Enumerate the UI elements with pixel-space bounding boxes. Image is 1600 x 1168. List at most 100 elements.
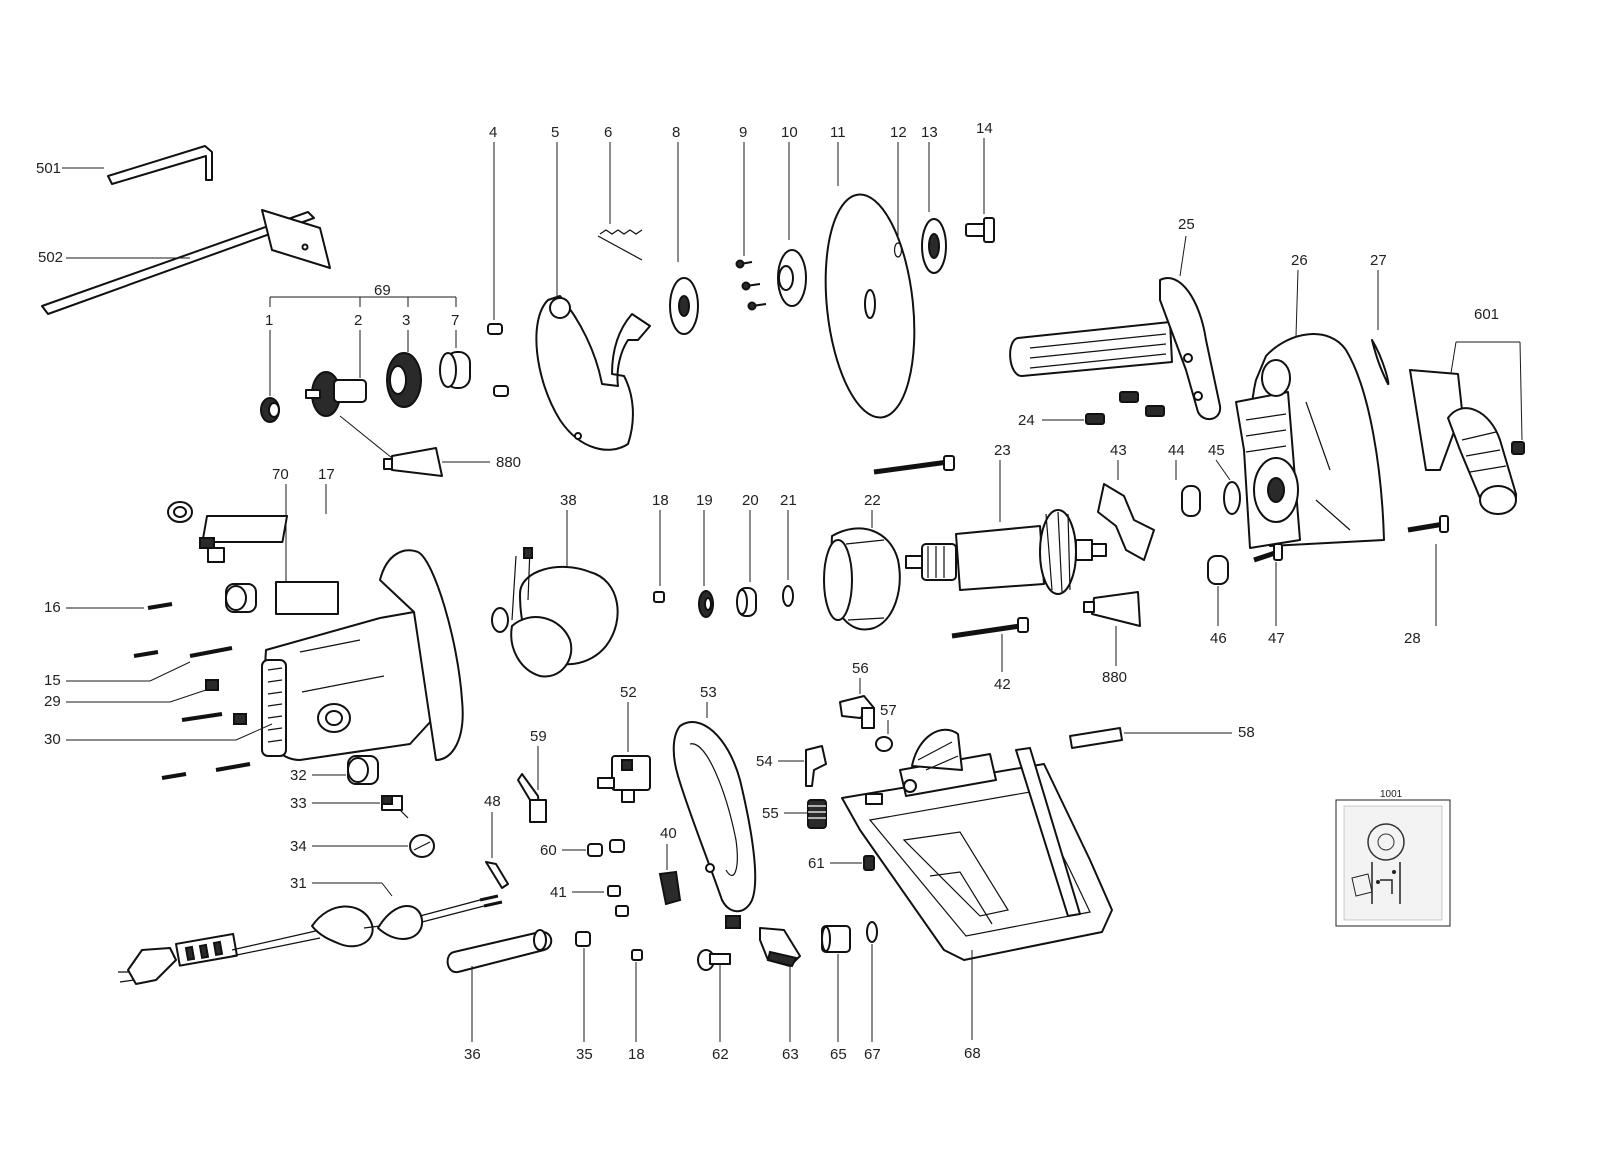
part-59-switch-bracket: [517, 773, 547, 823]
label-32: 32: [290, 767, 307, 784]
part-5-lower-guard: [535, 295, 651, 451]
label-880-a: 880: [496, 454, 521, 471]
part-880-wedge-b: [1083, 591, 1141, 627]
label-22: 22: [864, 492, 881, 509]
part-53-handle-half: [672, 721, 757, 929]
part-41-screws: [607, 885, 629, 917]
part-brush-cap-top: [167, 501, 193, 523]
label-38: 38: [560, 492, 577, 509]
part-61-screw: [863, 855, 875, 871]
part-brush-holder-top: [225, 583, 257, 613]
label-30: 30: [44, 731, 61, 748]
label-4: 4: [489, 124, 497, 141]
part-880-wedge-a: [383, 447, 443, 477]
label-24: 24: [1018, 412, 1035, 429]
label-65: 65: [830, 1046, 847, 1063]
label-29: 29: [44, 693, 61, 710]
part-30-motor-housing: [261, 549, 464, 761]
label-26: 26: [1291, 252, 1308, 269]
label-58: 58: [1238, 724, 1255, 741]
label-36: 36: [464, 1046, 481, 1063]
part-7-bearing: [439, 351, 471, 389]
part-502-rip-fence: [41, 209, 331, 315]
part-601-screw: [1511, 441, 1525, 455]
label-9: 9: [739, 124, 747, 141]
label-2: 2: [354, 312, 362, 329]
label-70: 70: [272, 466, 289, 483]
label-53: 53: [700, 684, 717, 701]
label-48: 48: [484, 793, 501, 810]
label-880-b: 880: [1102, 669, 1127, 686]
part-57-washer: [875, 736, 893, 752]
label-56: 56: [852, 660, 869, 677]
part-501-hex-key: [107, 145, 213, 185]
part-68-base-plate: [841, 728, 1113, 961]
label-16: 16: [44, 599, 61, 616]
label-8: 8: [672, 124, 680, 141]
label-13: 13: [921, 124, 938, 141]
label-47: 47: [1268, 630, 1285, 647]
label-601: 601: [1474, 306, 1499, 323]
bracket-69: [269, 296, 457, 307]
part-27-seal: [1371, 339, 1390, 386]
part-63-lever: [759, 927, 801, 968]
label-59: 59: [530, 728, 547, 745]
label-1: 1: [265, 312, 273, 329]
part-13-outer-flange: [921, 218, 947, 274]
part-6-spring: [599, 229, 643, 235]
label-33: 33: [290, 795, 307, 812]
part-long-screw-upper: [873, 459, 949, 475]
part-46-bearing: [1207, 555, 1229, 585]
part-31-power-cord: [118, 894, 503, 985]
label-6: 6: [604, 124, 612, 141]
label-21: 21: [780, 492, 797, 509]
label-501: 501: [36, 160, 61, 177]
label-7: 7: [451, 312, 459, 329]
part-42-screw: [951, 623, 1021, 639]
part-4-screw: [487, 323, 509, 397]
part-8-flange: [669, 277, 699, 335]
part-67-washer: [866, 921, 878, 943]
label-68: 68: [964, 1045, 981, 1062]
part-43-fan: [1097, 483, 1155, 561]
label-52: 52: [620, 684, 637, 701]
label-57: 57: [880, 702, 897, 719]
part-20-bearing: [736, 587, 757, 617]
label-46: 46: [1210, 630, 1227, 647]
part-40-clip: [658, 870, 682, 906]
label-42: 42: [994, 676, 1011, 693]
part-47-screw: [1253, 543, 1283, 563]
label-62: 62: [712, 1046, 729, 1063]
label-67: 67: [864, 1046, 881, 1063]
part-19-ring: [698, 590, 714, 618]
label-3: 3: [402, 312, 410, 329]
part-38-field-coil: [491, 547, 619, 678]
label-18-b: 18: [628, 1046, 645, 1063]
label-1001: 1001: [1380, 789, 1403, 800]
label-40: 40: [660, 825, 677, 842]
part-10-flange: [777, 249, 807, 307]
part-33-carbon-brush: [381, 795, 409, 819]
part-32-brush-holder: [347, 755, 379, 785]
part-17-plate: [201, 515, 289, 543]
part-25-aux-handle: [1009, 277, 1222, 421]
part-62-bolt: [697, 949, 731, 971]
part-29-screw: [205, 679, 219, 691]
part-48-terminal: [485, 861, 509, 889]
part-1001-wiring-diagram: [1335, 799, 1451, 927]
label-60: 60: [540, 842, 557, 859]
label-23: 23: [994, 442, 1011, 459]
part-9-screws: [735, 259, 767, 311]
part-55-spring: [807, 799, 827, 829]
label-12: 12: [890, 124, 907, 141]
label-5: 5: [551, 124, 559, 141]
label-69: 69: [374, 282, 391, 299]
part-54-lever: [805, 745, 827, 787]
label-45: 45: [1208, 442, 1225, 459]
label-10: 10: [781, 124, 798, 141]
part-65-bushing: [821, 925, 851, 953]
part-28-screw: [1407, 515, 1449, 533]
label-63: 63: [782, 1046, 799, 1063]
part-601-dust-adapter: [1409, 369, 1518, 515]
part-70-label: [275, 581, 339, 615]
